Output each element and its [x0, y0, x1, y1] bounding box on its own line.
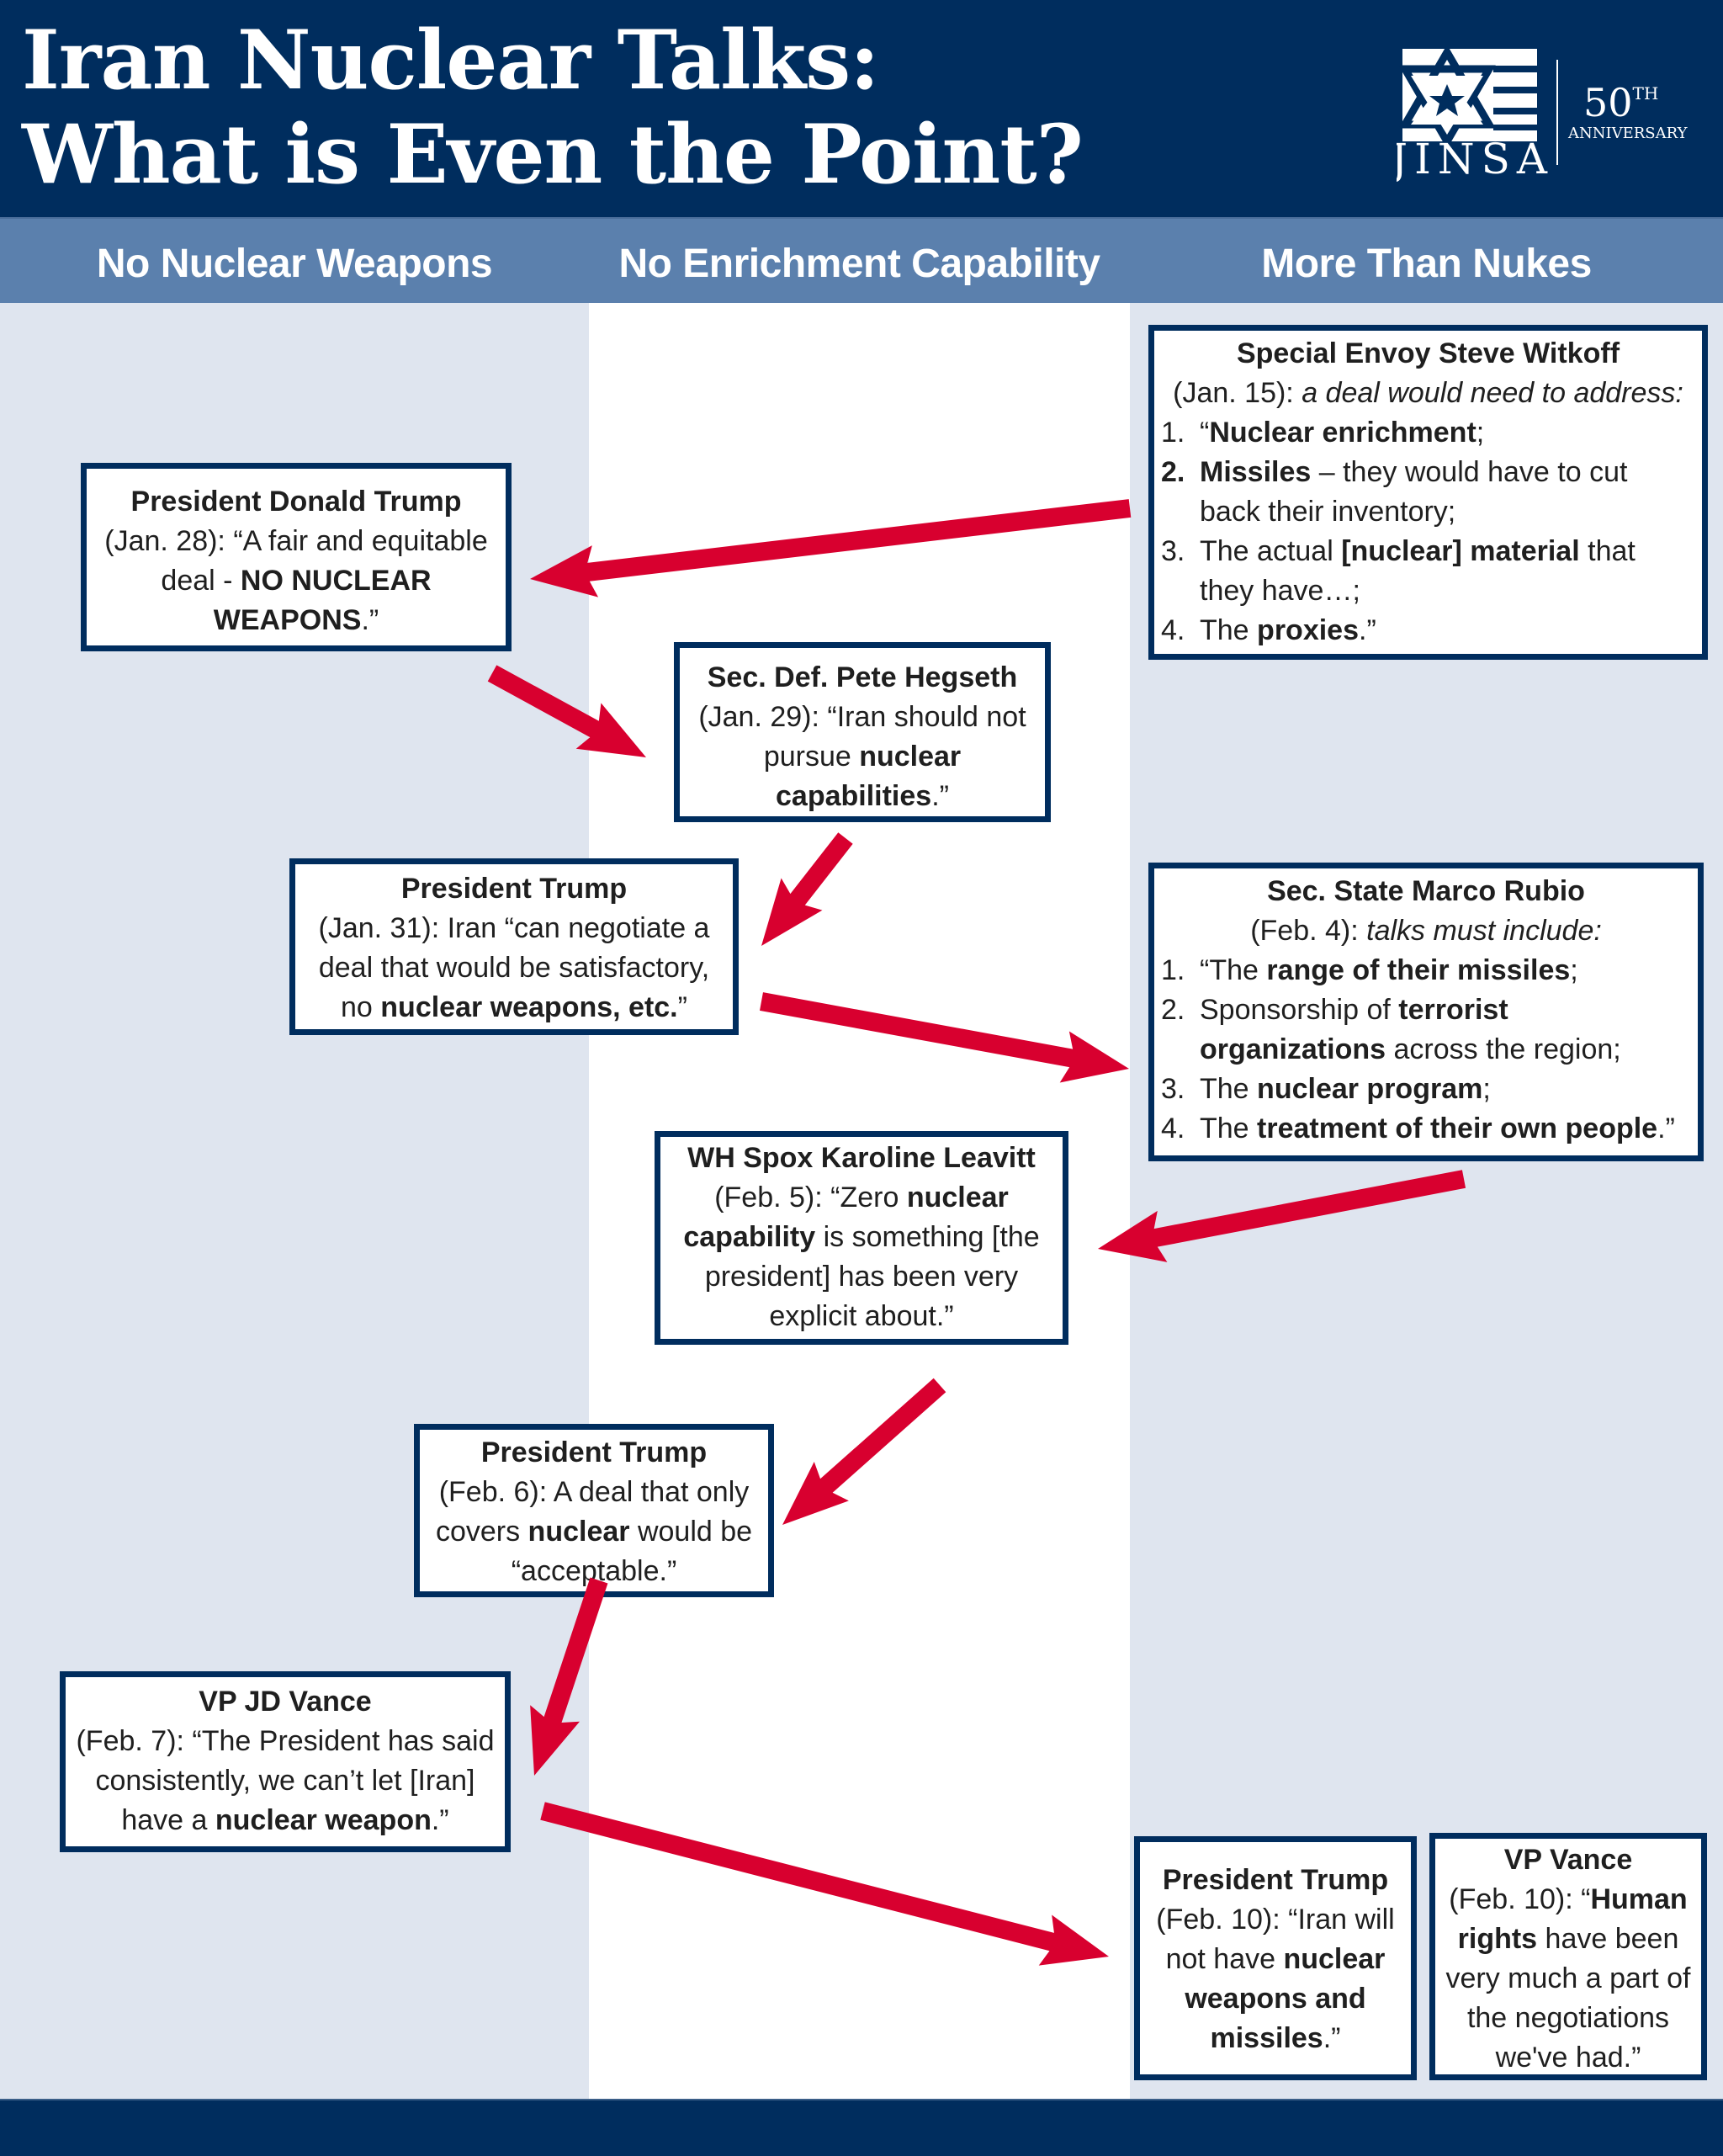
header-banner: Iran Nuclear Talks: What is Even the Poi… — [0, 0, 1723, 217]
quote: (Feb. 10): “Iran will not have nuclear w… — [1156, 1904, 1395, 2054]
statement-rubio-feb4: Sec. State Marco Rubio (Feb. 4): talks m… — [1148, 863, 1704, 1161]
anniversary-number: 50TH — [1583, 80, 1658, 125]
statement-trump-feb6: President Trump (Feb. 6): A deal that on… — [414, 1424, 774, 1597]
list-item: 4.The proxies.” — [1161, 614, 1376, 646]
logo-wordmark: JINSA — [1397, 135, 1554, 182]
speaker-name: Special Envoy Steve Witkoff — [1236, 337, 1620, 369]
quote: (Jan. 29): “Iran should not pursue nucle… — [698, 701, 1026, 812]
statement-trump-jan31: President Trump (Jan. 31): Iran “can neg… — [289, 858, 739, 1035]
speaker-name: Sec. Def. Pete Hegseth — [707, 661, 1018, 693]
speaker-name: President Donald Trump — [130, 486, 462, 518]
page-title: Iran Nuclear Talks: What is Even the Poi… — [22, 13, 1084, 202]
speaker-name: WH Spox Karoline Leavitt — [687, 1142, 1036, 1174]
statement-leavitt-feb5: WH Spox Karoline Leavitt (Feb. 5): “Zero… — [655, 1131, 1068, 1345]
quote: (Feb. 7): “The President has said consis… — [76, 1725, 495, 1836]
statement-witkoff: Special Envoy Steve Witkoff (Jan. 15): a… — [1148, 325, 1708, 660]
quote: (Feb. 10): “Human rights have been very … — [1445, 1883, 1691, 2074]
statement-hegseth-jan29: Sec. Def. Pete Hegseth (Jan. 29): “Iran … — [674, 642, 1051, 822]
list-item: 2.Missiles – they would have to cut back… — [1161, 456, 1628, 528]
statement-date: (Feb. 4): talks must include: — [1250, 915, 1602, 947]
quote: (Feb. 5): “Zero nuclear capability is so… — [683, 1182, 1040, 1332]
statement-vance-feb10: VP Vance (Feb. 10): “Human rights have b… — [1429, 1833, 1707, 2080]
list-item: 3.The actual [nuclear] material that the… — [1161, 535, 1636, 607]
title-line-2: What is Even the Point? — [22, 107, 1084, 202]
statement-trump-feb10: President Trump (Feb. 10): “Iran will no… — [1134, 1836, 1417, 2080]
speaker-name: VP JD Vance — [199, 1686, 372, 1718]
speaker-name: President Trump — [400, 873, 628, 905]
title-line-1: Iran Nuclear Talks: — [22, 13, 880, 108]
jinsa-logo: JINSA 50TH ANNIVERSARY — [1397, 47, 1689, 182]
anniversary-label: ANNIVERSARY — [1567, 125, 1689, 142]
list-item: 1.“The range of their missiles; — [1161, 954, 1578, 986]
list-item: 3.The nuclear program; — [1161, 1073, 1491, 1105]
column-header-bar: No Nuclear Weapons No Enrichment Capabil… — [0, 217, 1723, 305]
quote: (Jan. 28): “A fair and equitable deal - … — [104, 525, 488, 636]
footer-bar — [0, 2099, 1723, 2156]
speaker-name: VP Vance — [1503, 1844, 1633, 1876]
speaker-name: Sec. State Marco Rubio — [1267, 875, 1585, 907]
demands-list: 1.“Nuclear enrichment; 2.Missiles – they… — [1161, 413, 1695, 651]
column-header-no-enrichment: No Enrichment Capability — [618, 242, 1100, 286]
quote: (Feb. 6): A deal that only covers nuclea… — [435, 1476, 753, 1587]
speaker-name: President Trump — [1162, 1864, 1389, 1896]
flag-star-icon — [1398, 47, 1537, 149]
column-header-more-than-nukes: More Than Nukes — [1261, 242, 1592, 286]
speaker-name: President Trump — [480, 1436, 708, 1468]
list-item: 4.The treatment of their own people.” — [1161, 1113, 1675, 1144]
list-item: 2.Sponsorship of terrorist organizations… — [1161, 994, 1621, 1065]
statement-trump-jan28: President Donald Trump (Jan. 28): “A fai… — [81, 463, 512, 651]
list-item: 1.“Nuclear enrichment; — [1161, 417, 1485, 449]
column-header-no-nuclear-weapons: No Nuclear Weapons — [96, 242, 493, 286]
quote: (Jan. 31): Iran “can negotiate a deal th… — [318, 912, 710, 1023]
statement-date: (Jan. 15): a deal would need to address: — [1173, 377, 1683, 409]
statement-vance-feb7: VP JD Vance (Feb. 7): “The President has… — [60, 1671, 511, 1852]
demands-list: 1.“The range of their missiles; 2.Sponso… — [1161, 951, 1691, 1149]
